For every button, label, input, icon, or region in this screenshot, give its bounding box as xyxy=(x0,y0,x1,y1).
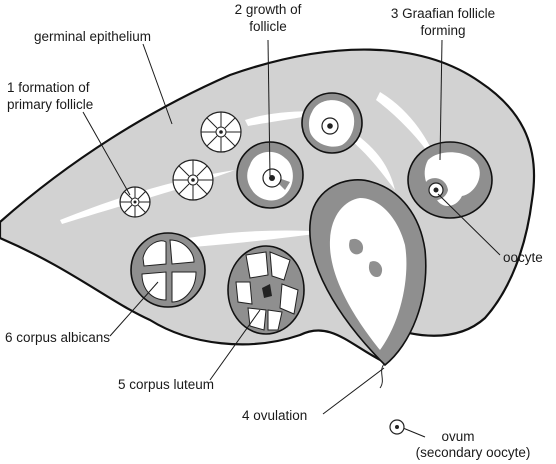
growing-follicle-2 xyxy=(302,93,362,153)
primary-follicle-medium xyxy=(173,160,213,200)
label-stage2-line1: 2 growth of xyxy=(235,2,302,17)
label-stage1-line2: primary follicle xyxy=(7,97,93,112)
corpus-luteum xyxy=(228,246,304,334)
label-stage3-line1: 3 Graafian follicle xyxy=(391,6,495,21)
label-stage1-line1: 1 formation of xyxy=(7,80,90,95)
ruptured-follicle xyxy=(310,180,426,388)
label-stage6: 6 corpus albicans xyxy=(5,330,110,345)
label-stage5: 5 corpus luteum xyxy=(118,377,214,392)
primary-follicle-large xyxy=(201,112,241,152)
label-stage3-line2: forming xyxy=(420,23,465,38)
graafian-follicle xyxy=(408,142,492,218)
label-germinal-epithelium: germinal epithelium xyxy=(34,29,151,44)
ovum xyxy=(390,420,404,434)
label-stage2-line2: follicle xyxy=(249,19,287,34)
label-ovum-line1: ovum xyxy=(441,429,474,444)
label-stage4: 4 ovulation xyxy=(242,408,307,423)
corpus-albicans xyxy=(131,233,205,307)
label-oocyte: oocyte xyxy=(503,250,543,265)
primary-follicle-small xyxy=(120,187,150,217)
label-ovum-line2: (secondary oocyte) xyxy=(416,445,531,460)
